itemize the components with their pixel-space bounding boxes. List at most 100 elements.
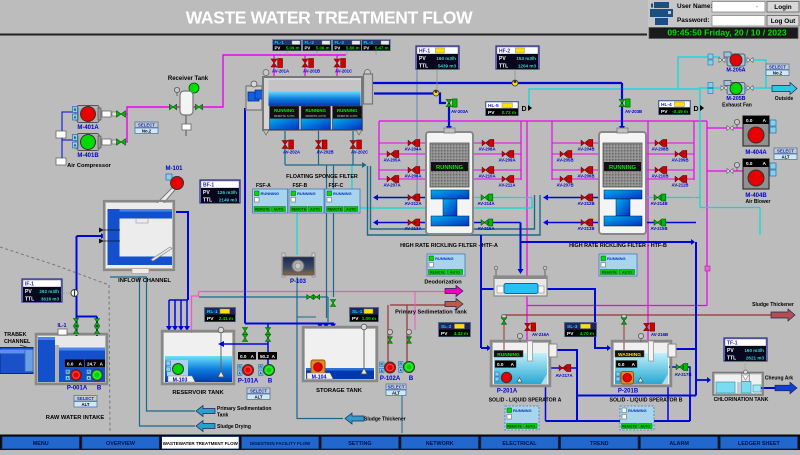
- svg-text:HIGH RATE RICKLING FILTER - HT: HIGH RATE RICKLING FILTER - HTF-B: [569, 243, 667, 249]
- svg-text:ALT: ALT: [781, 155, 789, 160]
- svg-text:RUNNING: RUNNING: [297, 191, 316, 196]
- svg-text:SELECT: SELECT: [777, 149, 794, 154]
- svg-text:SL-3: SL-3: [567, 324, 578, 330]
- svg-text:R: R: [67, 370, 70, 374]
- svg-text:RUNNING: RUNNING: [305, 108, 326, 113]
- svg-text:R: R: [239, 365, 242, 369]
- svg-text:AV-215B: AV-215B: [650, 226, 667, 231]
- svg-text:RL-1: RL-1: [207, 309, 218, 315]
- svg-text:IF-1: IF-1: [25, 281, 34, 287]
- svg-text:AV-209A: AV-209A: [498, 158, 515, 163]
- svg-text:M-404A: M-404A: [745, 150, 767, 156]
- svg-text:IL-1: IL-1: [58, 323, 67, 329]
- svg-text:PV: PV: [499, 56, 506, 62]
- svg-text:RUNNING: RUNNING: [607, 256, 626, 261]
- svg-text:No.2: No.2: [773, 71, 783, 76]
- svg-text:AV-217A: AV-217A: [555, 373, 572, 378]
- svg-text:4.32 m: 4.32 m: [454, 331, 468, 336]
- svg-text:REMOTE AUTO: REMOTE AUTO: [274, 114, 295, 118]
- svg-text:B: B: [97, 386, 102, 392]
- svg-text:AV-213A: AV-213A: [404, 226, 421, 231]
- svg-text:STORAGE TANK: STORAGE TANK: [316, 388, 363, 394]
- svg-text:TF-1: TF-1: [727, 340, 738, 346]
- svg-text:REMOTE: REMOTE: [327, 208, 342, 212]
- svg-text:R: R: [260, 365, 263, 369]
- svg-text:FSF-C: FSF-C: [329, 183, 344, 189]
- svg-text:SELECT: SELECT: [769, 65, 786, 70]
- svg-text:M-205A: M-205A: [726, 68, 745, 74]
- svg-text:RUNNING: RUNNING: [436, 165, 464, 171]
- svg-text:2.41 m: 2.41 m: [219, 316, 233, 321]
- svg-text:PV: PV: [441, 331, 448, 337]
- svg-text:REMOTE AUTO: REMOTE AUTO: [337, 114, 358, 118]
- svg-text:HL-4: HL-4: [661, 102, 672, 108]
- svg-text:A: A: [74, 116, 77, 120]
- svg-text:0.0: 0.0: [67, 362, 74, 367]
- svg-text:FSF-B: FSF-B: [293, 183, 308, 189]
- svg-text:SELECT: SELECT: [77, 396, 94, 401]
- svg-text:AV-216A: AV-216A: [532, 332, 549, 337]
- svg-text:PV: PV: [275, 46, 281, 51]
- svg-text:D: D: [521, 106, 526, 113]
- svg-text:4.70 m: 4.70 m: [580, 331, 594, 336]
- svg-text:User Name:: User Name:: [677, 3, 713, 10]
- svg-text:Receiver Tank: Receiver Tank: [168, 76, 209, 82]
- svg-text:153 m3/h: 153 m3/h: [516, 56, 536, 61]
- svg-text:D: D: [693, 106, 698, 113]
- svg-text:P-201B: P-201B: [618, 389, 639, 395]
- svg-text:M-401A: M-401A: [77, 125, 99, 131]
- svg-text:R: R: [74, 108, 77, 112]
- svg-text:5.09 m: 5.09 m: [286, 46, 300, 51]
- svg-text:FL-2: FL-2: [305, 40, 315, 45]
- svg-text:HL-5: HL-5: [488, 103, 499, 109]
- svg-text:Sludge Drying: Sludge Drying: [217, 424, 251, 430]
- svg-text:Exhaust Fan: Exhaust Fan: [722, 103, 752, 109]
- svg-text:P-101A: P-101A: [238, 379, 259, 385]
- svg-text:REMOTE: REMOTE: [255, 208, 270, 212]
- svg-text:AUTO: AUTO: [526, 425, 536, 429]
- svg-text:AV-206A: AV-206A: [404, 174, 421, 179]
- svg-text:TTL: TTL: [419, 64, 428, 70]
- svg-text:NETWORK: NETWORK: [426, 441, 454, 447]
- svg-text:TTL: TTL: [727, 356, 736, 362]
- svg-text:160 m3/h: 160 m3/h: [436, 56, 456, 61]
- svg-text:RUNNING: RUNNING: [628, 408, 647, 413]
- svg-text:Login: Login: [774, 4, 791, 11]
- svg-text:AV-212A: AV-212A: [404, 201, 421, 206]
- svg-text:SOLID - LIQUID SPERATOR A: SOLID - LIQUID SPERATOR A: [489, 398, 562, 404]
- svg-text:FL-1: FL-1: [275, 40, 285, 45]
- svg-text:Password:: Password:: [677, 17, 709, 24]
- svg-text:1.00 m: 1.00 m: [362, 316, 376, 321]
- svg-text:2621 m3: 2621 m3: [746, 356, 765, 361]
- svg-text:A: A: [100, 362, 104, 367]
- svg-text:Sludge Thickener: Sludge Thickener: [364, 417, 406, 423]
- svg-text:AUTO: AUTO: [346, 208, 356, 212]
- svg-text:RESERVOIR TANK: RESERVOIR TANK: [172, 390, 224, 396]
- svg-text:BF-1: BF-1: [203, 182, 214, 188]
- svg-text:B: B: [409, 376, 414, 382]
- svg-text:Air Compressor: Air Compressor: [67, 163, 112, 169]
- svg-text:SOLID - LIQUID SPERATOR B: SOLID - LIQUID SPERATOR B: [609, 398, 682, 404]
- svg-text:TTL: TTL: [499, 64, 508, 70]
- svg-text:1204 m3: 1204 m3: [518, 64, 537, 69]
- svg-text:AV-217B: AV-217B: [674, 372, 691, 377]
- svg-text:A: A: [632, 362, 636, 367]
- svg-text:Cheung Ark: Cheung Ark: [765, 376, 793, 382]
- svg-text:M-401B: M-401B: [77, 153, 99, 159]
- svg-text:0.0: 0.0: [240, 354, 247, 359]
- svg-text:CHANNEL: CHANNEL: [4, 339, 31, 345]
- svg-text:P-102A: P-102A: [380, 376, 401, 382]
- svg-text:AV-205B: AV-205B: [556, 158, 573, 163]
- svg-text:A: A: [88, 377, 91, 381]
- svg-text:0.0: 0.0: [746, 161, 753, 166]
- svg-text:No.2: No.2: [142, 129, 152, 134]
- svg-text:SELECT: SELECT: [138, 123, 155, 128]
- svg-text:-: -: [756, 4, 758, 10]
- svg-text:AV-215A: AV-215A: [477, 226, 494, 231]
- svg-text:SETTING: SETTING: [348, 441, 371, 447]
- svg-text:TTL: TTL: [203, 198, 212, 204]
- svg-text:SELECT: SELECT: [388, 385, 405, 390]
- svg-text:PV: PV: [335, 46, 341, 51]
- svg-text:RUNNING: RUNNING: [261, 191, 280, 196]
- svg-text:RUNNING: RUNNING: [333, 191, 352, 196]
